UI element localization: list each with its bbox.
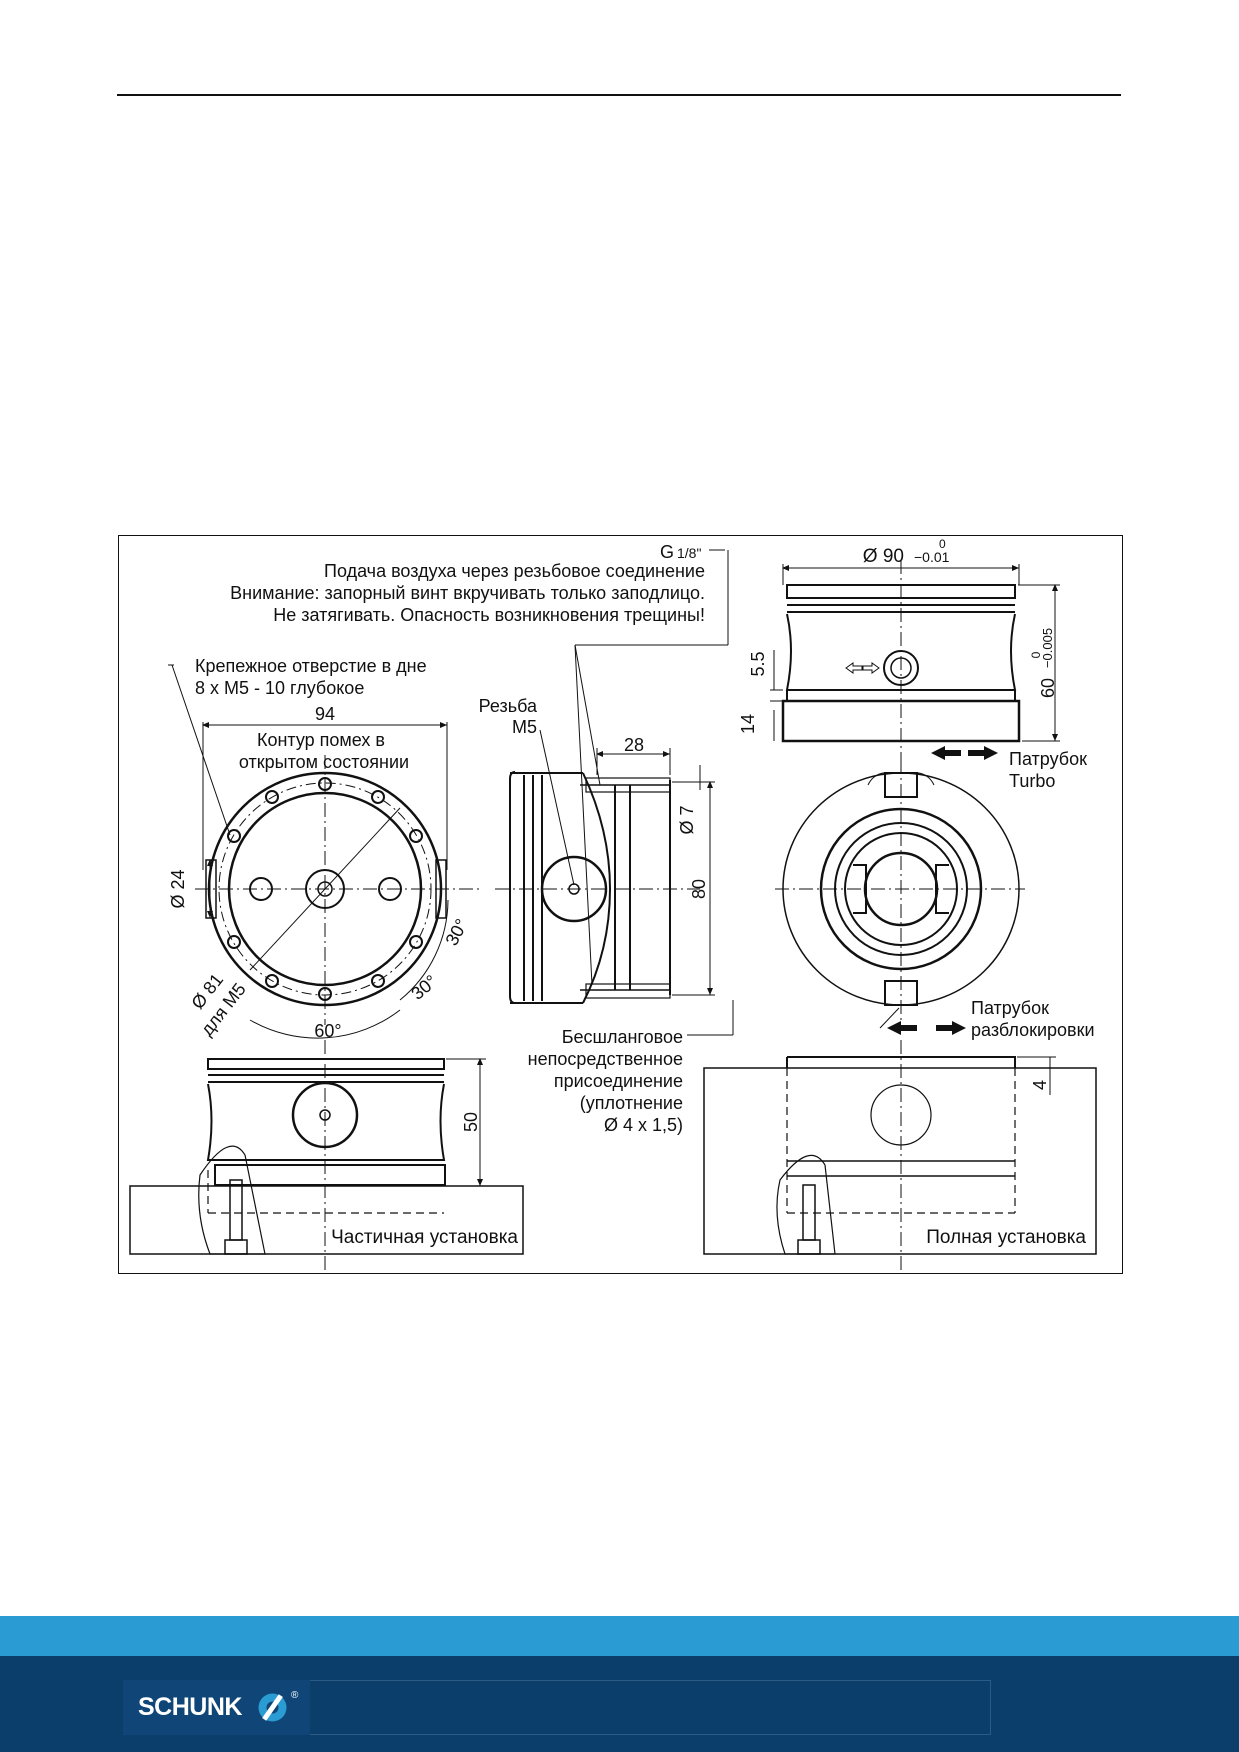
dimension-60: 60 [1038,678,1058,698]
dimension-5-5: 5.5 [748,651,768,676]
dimension-50: 50 [461,1112,481,1132]
air-supply-note-line3: Не затягивать. Опасность возникновения т… [273,605,705,625]
mount-hole-label-line1: Крепежное отверстие в дне [195,656,427,676]
hoseless-label-line3: присоединение [554,1071,683,1091]
dimension-4: 4 [1030,1080,1050,1090]
technical-drawing: G 1/8" Подача воздуха через резьбовое со… [129,537,1097,1270]
dimension-d7: Ø 7 [677,805,697,834]
angle-30-lower: 30° [407,971,441,1004]
partial-installation-label: Частичная установка [331,1227,518,1248]
footer-divider-right [990,1680,991,1735]
dimension-94: 94 [315,704,335,724]
tolerance-d90-lower: −0.01 [914,549,950,565]
side-view [495,549,734,1036]
bottom-view [168,664,480,1039]
top-rule [117,94,1121,96]
air-supply-note-line2: Внимание: запорный винт вкручивать тольк… [230,583,705,603]
brand-name: SCHUNK [138,1693,242,1721]
mount-hole-label-line2: 8 x M5 - 10 глубокое [195,678,364,698]
unlock-port-label-line2: разблокировки [971,1020,1095,1040]
dimension-14: 14 [738,714,758,734]
footer-divider-top [123,1680,991,1681]
schunk-logo-icon [258,1693,287,1722]
dimension-d24: Ø 24 [168,869,188,908]
dimension-28: 28 [624,735,644,755]
air-supply-fraction: 1/8" [677,545,701,561]
partial-installation-view [129,1040,524,1270]
front-side-view [770,560,1060,760]
registered-mark: ® [291,1690,299,1701]
hoseless-label-line4: (уплотнение [580,1093,683,1113]
turbo-port-label-line1: Патрубок [1009,749,1087,769]
hoseless-label-line1: Бесшланговое [562,1027,683,1047]
turbo-port-label-line2: Turbo [1009,771,1055,791]
air-supply-thread: G [660,542,674,562]
dimension-d90: Ø 90 [863,546,904,567]
air-supply-note-line1: Подача воздуха через резьбовое соединени… [324,561,705,581]
schunk-logo: SCHUNK ® [123,1680,310,1735]
tolerance-d90-upper: 0 [939,537,946,551]
angle-60: 60° [314,1021,341,1041]
tolerance-60-lower: −0.005 [1040,628,1055,668]
contour-label-line1: Контур помех в [257,730,385,750]
full-installation-view [703,1040,1097,1270]
full-installation-label: Полная установка [926,1227,1086,1248]
unlock-port-label-line1: Патрубок [971,998,1049,1018]
top-view [775,746,1025,1035]
thread-label: Резьба [479,696,538,716]
footer-accent-band [0,1616,1239,1656]
contour-label-line2: открытом состоянии [239,752,409,772]
dimension-80: 80 [689,879,709,899]
hoseless-label-line5: Ø 4 x 1,5) [604,1115,683,1135]
thread-size: M5 [512,717,537,737]
tolerance-60-upper: 0 [1029,651,1043,658]
footer-divider-bottom [123,1734,991,1735]
hoseless-label-line2: непосредственное [528,1049,683,1069]
